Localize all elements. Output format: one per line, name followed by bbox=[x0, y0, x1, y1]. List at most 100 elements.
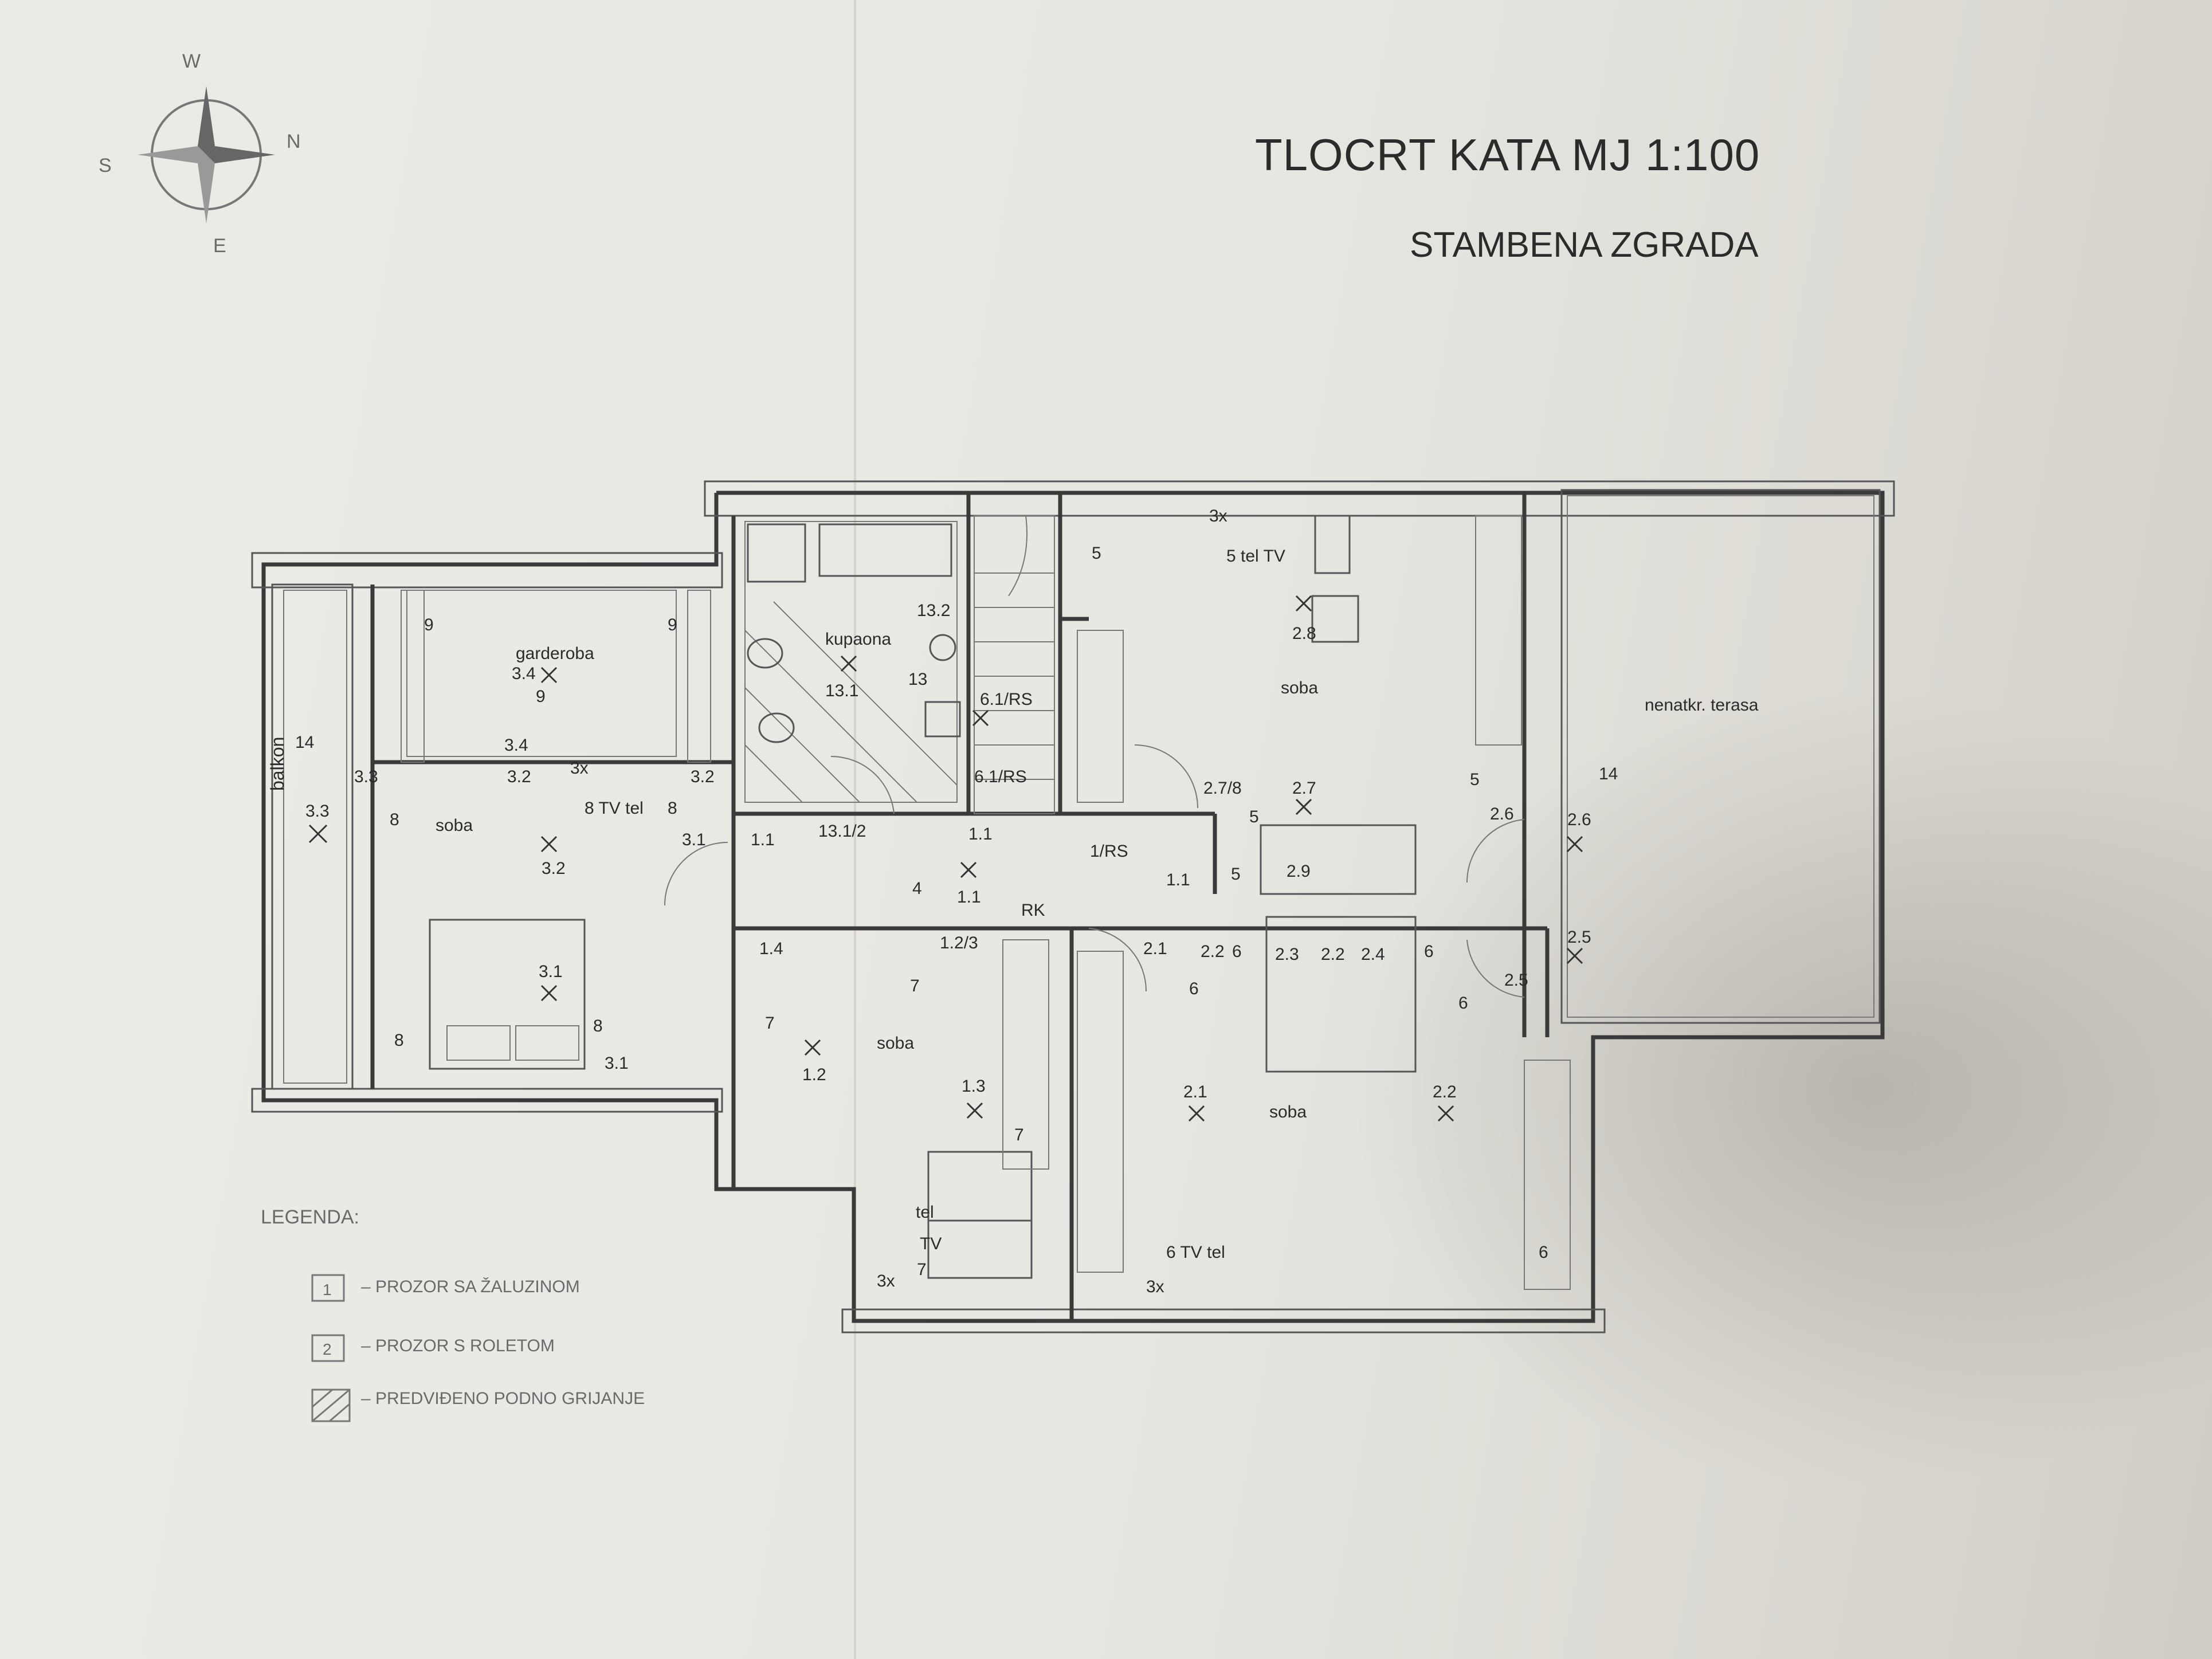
walls bbox=[251, 480, 1895, 1334]
mark-2.8: 2.8 bbox=[1292, 624, 1316, 643]
mark-14: 14 bbox=[1599, 764, 1618, 783]
drawing-subtitle: STAMBENA ZGRADA bbox=[1410, 225, 1759, 265]
legend: LEGENDA: 1 – PROZOR SA ŽALUZINOM 2 – PRO… bbox=[261, 1206, 645, 1422]
mark-6: 6 bbox=[1458, 994, 1468, 1013]
mark-8: 8 bbox=[394, 1031, 404, 1050]
mark-4: 4 bbox=[912, 879, 922, 898]
mark-3.4: 3.4 bbox=[512, 664, 536, 683]
light-marks bbox=[308, 595, 1583, 1122]
mark-5: 5 bbox=[1470, 770, 1480, 789]
mark-2.2: 2.2 bbox=[1433, 1083, 1457, 1101]
mark-5: 5 bbox=[1231, 865, 1241, 884]
mark-3.2: 3.2 bbox=[691, 767, 715, 786]
mark-2.9: 2.9 bbox=[1287, 862, 1311, 881]
mark-3x: 3x bbox=[570, 759, 589, 778]
mark-2.1: 2.1 bbox=[1143, 939, 1167, 958]
room-soba-left: soba bbox=[436, 816, 473, 835]
mark-2.7: 2.7 bbox=[1292, 779, 1316, 798]
mark-tv: TV bbox=[920, 1234, 942, 1253]
mark-7: 7 bbox=[1014, 1125, 1024, 1144]
legend-text-3: – PREDVIĐENO PODNO GRIJANJE bbox=[361, 1389, 645, 1408]
mark-6.1-rs: 6.1/RS bbox=[980, 690, 1033, 709]
mark-13.1: 13.1 bbox=[825, 681, 858, 700]
mark-2.2: 2.2 bbox=[1321, 945, 1345, 964]
mark-3.3: 3.3 bbox=[354, 767, 378, 786]
legend-key-1: 1 bbox=[323, 1281, 332, 1299]
mark-2.6: 2.6 bbox=[1490, 805, 1514, 823]
mark-6.1-rs: 6.1/RS bbox=[974, 767, 1027, 786]
mark-13.2: 13.2 bbox=[917, 601, 950, 620]
room-soba-bottom-right: soba bbox=[1269, 1103, 1307, 1121]
legend-text-2: – PROZOR S ROLETOM bbox=[361, 1336, 555, 1355]
mark-3.1: 3.1 bbox=[682, 830, 706, 849]
room-terasa: nenatkr. terasa bbox=[1645, 696, 1759, 715]
mark-2.2: 2.2 bbox=[1201, 942, 1225, 961]
mark-5-tel-tv: 5 tel TV bbox=[1226, 547, 1285, 566]
mark-1.2-3: 1.2/3 bbox=[940, 934, 978, 952]
mark-2.3: 2.3 bbox=[1275, 945, 1299, 964]
mark-1.3: 1.3 bbox=[962, 1077, 986, 1096]
compass-west: W bbox=[182, 50, 201, 72]
mark-2.4: 2.4 bbox=[1361, 945, 1385, 964]
mark-1.1: 1.1 bbox=[968, 825, 993, 844]
mark-3x: 3x bbox=[1146, 1277, 1164, 1296]
mark-7: 7 bbox=[765, 1014, 775, 1033]
mark-3.2: 3.2 bbox=[507, 767, 531, 786]
mark-9: 9 bbox=[536, 687, 546, 706]
mark-8: 8 bbox=[390, 810, 399, 829]
compass-east: E bbox=[213, 235, 226, 257]
mark-6: 6 bbox=[1232, 942, 1242, 961]
mark-8: 8 bbox=[593, 1017, 603, 1036]
mark-2.1: 2.1 bbox=[1183, 1083, 1207, 1101]
mark-13.1-2: 13.1/2 bbox=[818, 822, 866, 841]
mark-tel: tel bbox=[916, 1203, 934, 1222]
mark-2.6: 2.6 bbox=[1567, 810, 1591, 829]
mark-7: 7 bbox=[910, 976, 920, 995]
mark-6: 6 bbox=[1189, 979, 1199, 998]
mark-1.1: 1.1 bbox=[1166, 870, 1190, 889]
mark-6: 6 bbox=[1424, 942, 1434, 961]
mark-8: 8 bbox=[668, 799, 677, 818]
legend-key-2: 2 bbox=[323, 1340, 332, 1358]
mark-3.4: 3.4 bbox=[504, 736, 528, 755]
mark-1-rs: 1/RS bbox=[1090, 842, 1128, 861]
mark-3.2: 3.2 bbox=[542, 859, 566, 878]
room-garderoba: garderoba bbox=[516, 644, 594, 663]
room-labels: balkon garderoba soba kupaona soba soba … bbox=[267, 630, 1759, 1121]
mark-1.4: 1.4 bbox=[759, 939, 783, 958]
mark-1.2: 1.2 bbox=[802, 1065, 826, 1084]
room-soba-top-right: soba bbox=[1281, 678, 1318, 697]
mark-8-tv-tel: 8 TV tel bbox=[585, 799, 644, 818]
mark-13: 13 bbox=[908, 670, 927, 689]
mark-2.7-8: 2.7/8 bbox=[1203, 779, 1242, 798]
mark-14: 14 bbox=[295, 733, 314, 752]
mark-6: 6 bbox=[1539, 1243, 1548, 1262]
mark-5: 5 bbox=[1092, 544, 1101, 563]
mark-6-tv-tel: 6 TV tel bbox=[1166, 1243, 1225, 1262]
mark-2.5: 2.5 bbox=[1567, 928, 1591, 947]
mark-3x: 3x bbox=[1209, 507, 1227, 525]
room-soba-center: soba bbox=[877, 1034, 914, 1053]
mark-2.5: 2.5 bbox=[1504, 971, 1528, 990]
symbol-labels: 14 3.3 3.3 9 9 9 3.4 3.4 3.2 3.2 3.2 3x … bbox=[295, 507, 1618, 1296]
mark-9: 9 bbox=[668, 615, 677, 634]
mark-3.3: 3.3 bbox=[305, 802, 330, 821]
furniture bbox=[401, 515, 1571, 1290]
mark-7: 7 bbox=[917, 1260, 927, 1279]
mark-5: 5 bbox=[1249, 807, 1259, 826]
compass-south: S bbox=[99, 155, 112, 177]
doors bbox=[664, 744, 1525, 998]
paper-fold bbox=[854, 0, 856, 1659]
compass-icon: W N S E bbox=[99, 50, 301, 257]
room-kupaona: kupaona bbox=[825, 630, 891, 649]
compass-north: N bbox=[287, 131, 301, 152]
legend-title: LEGENDA: bbox=[261, 1206, 359, 1228]
shadow bbox=[1347, 688, 2212, 1490]
mark-3.1: 3.1 bbox=[539, 962, 563, 981]
mark-3x: 3x bbox=[877, 1272, 895, 1291]
mark-9: 9 bbox=[424, 615, 434, 634]
bathroom-fixtures bbox=[744, 521, 961, 803]
mark-1.1: 1.1 bbox=[751, 830, 775, 849]
